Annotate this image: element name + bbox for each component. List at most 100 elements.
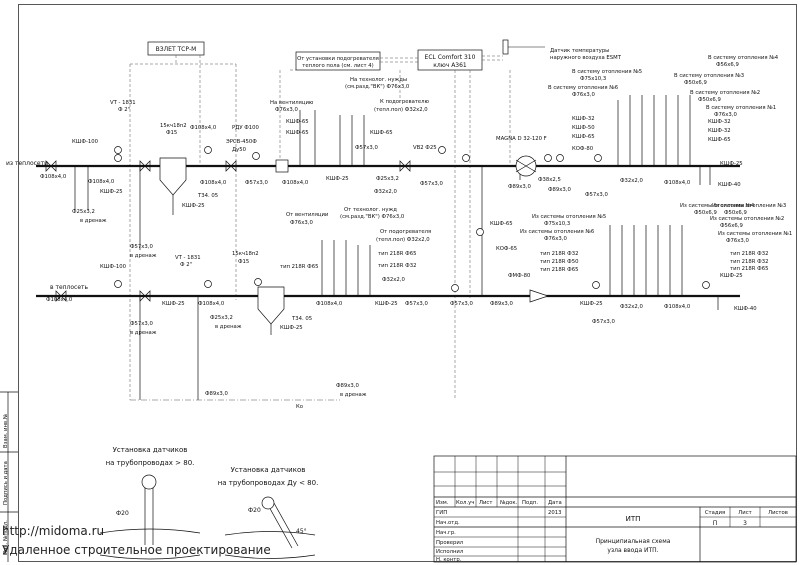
- sensor-detail-large: Установка датчиков на трубопроводах > 80…: [99, 446, 201, 560]
- diagram-label: Ф108х4,0: [190, 125, 217, 131]
- floor-heater-box: [295, 51, 381, 71]
- diagram-label: Ф25х3,2: [72, 209, 95, 215]
- diagram-label: Ф108х4,0: [88, 179, 115, 185]
- diagram-label: тип 218R Ф65: [730, 266, 768, 272]
- diagram-label: Ф15: [238, 259, 249, 265]
- diagram-label: Ф15: [166, 130, 177, 136]
- diagram-label: КШФ-32: [708, 128, 731, 134]
- diagram-label: Ф25х3,2: [376, 176, 399, 182]
- side-stamp: Инв. №подл. Подпись и дата Взам. инв.№: [0, 391, 18, 562]
- diagram-label: Ф20: [116, 510, 129, 517]
- diagram-label: №док.: [500, 500, 518, 506]
- diagram-label: Ф108х4,0: [46, 297, 73, 303]
- diagram-label: Ф38х2,5: [538, 177, 561, 183]
- watermark-slogan: Удаленное строительное проектирование: [2, 543, 271, 557]
- diagram-label: Ф50х6,9: [724, 210, 747, 216]
- diagram-label: КОФ-65: [496, 246, 517, 252]
- diagram-label: Ф57х3,0: [355, 145, 378, 151]
- diagram-label: в дренаж: [80, 218, 107, 224]
- diagram-label: Ф75х10,3: [580, 76, 606, 82]
- diagram-label: в дренаж: [340, 392, 367, 398]
- diagram-label: Подп.: [522, 500, 538, 506]
- diagram-label: Ф108х4,0: [200, 180, 227, 186]
- diagram-label: Ф50х6,9: [684, 80, 707, 86]
- diagram-label: ключ А361: [433, 62, 467, 69]
- diagram-label: КШФ-65: [286, 130, 309, 136]
- valve-ksh100-top: [45, 160, 57, 172]
- outdoor-sensor: Датчик температуры наружного воздуха ESM…: [502, 39, 622, 61]
- diagram-label: тип 218R Ф65: [378, 251, 416, 257]
- diagram-label: Из системы отопления №6: [520, 229, 595, 235]
- diagram-label: тип 218R Ф32: [730, 251, 768, 257]
- diagram-label: Из системы отопления №5: [532, 214, 606, 220]
- diagram-label: на трубопроводах > 80.: [106, 459, 195, 467]
- flowmeter-top: [275, 159, 289, 173]
- diagram-label: Установка датчиков: [231, 466, 306, 474]
- diagram-label: КШФ-25: [100, 189, 123, 195]
- valve-vb2: [399, 160, 411, 172]
- diagram-label: Изм.: [436, 500, 449, 506]
- diagram-label: (см.разд."ВК") Ф76х3,0: [340, 214, 405, 220]
- diagram-label: КШФ-65: [286, 119, 309, 125]
- diagram-label: Ф108х4,0: [282, 180, 309, 186]
- diagram-label: Установка датчиков: [113, 446, 188, 454]
- diagram-label: тип 218R Ф50: [540, 259, 579, 265]
- diagram-label: На вентиляцию: [270, 100, 314, 106]
- filter-top-body: [159, 157, 187, 196]
- watermark-url[interactable]: http://midoma.ru: [2, 524, 105, 538]
- diagram-label: В систему отопления №5: [572, 69, 642, 75]
- diagram-label: Стадия: [705, 510, 725, 516]
- diagram-label: КШФ-100: [100, 264, 127, 270]
- diagram-label: В систему отопления №6: [548, 85, 619, 91]
- diagram-label: тип 218R Ф32: [730, 259, 768, 265]
- diagram-label: Ф32х2,0: [382, 277, 405, 283]
- diagram-label: Ф108х4,0: [40, 174, 67, 180]
- diagram-label: в дренаж: [130, 330, 157, 336]
- diagram-label: КШФ-40: [734, 306, 757, 312]
- diagram-label: Ф89х3,0: [490, 301, 513, 307]
- diagram-label: Датчик температуры: [550, 48, 609, 54]
- diagram-label: (см.разд."ВК") Ф76х3,0: [345, 84, 410, 90]
- stamp-replace: Взам. инв.№: [3, 413, 9, 448]
- diagram-label: От технолог. нужд: [344, 207, 397, 213]
- diagram-label: Ф57х3,0: [450, 301, 473, 307]
- diagram-label: (тепл.пол) Ф32х2,0: [376, 237, 430, 243]
- diagram-label: (тепл.пол) Ф32х2,0: [374, 107, 428, 113]
- diagram-label: Н. контр.: [436, 557, 462, 563]
- diagram-label: Ф89х3,0: [548, 187, 571, 193]
- diagram-label: Из системы отопления №3: [712, 203, 786, 209]
- diagram-label: Из системы отопления №1: [718, 231, 792, 237]
- stage-value: П: [713, 520, 718, 527]
- valve-rdu: [225, 160, 237, 172]
- diagram-label: в дренаж: [215, 324, 242, 330]
- drawing-title-2: узла ввода ИТП.: [607, 547, 658, 554]
- sheet-frame: [18, 4, 797, 562]
- diagram-label: Ф 2": [118, 107, 130, 113]
- diagram-label: Т34. 05: [291, 316, 312, 322]
- watermark: http://midoma.ru Удаленное строительное …: [2, 522, 271, 560]
- diagram-label: Ф108х4,0: [316, 301, 343, 307]
- stamp-inv: Инв. №подл.: [3, 520, 9, 555]
- diagram-label: ФМФ-80: [508, 273, 531, 279]
- diagram-label: Ф76х3,0: [572, 92, 595, 98]
- diagram-label: Ф32х2,0: [620, 304, 643, 310]
- diagram-label: Т34. 05: [197, 193, 218, 199]
- sheet-value: 3: [743, 520, 747, 527]
- diagram-label: КШФ-32: [708, 119, 731, 125]
- diagram-label: Листов: [768, 510, 788, 516]
- diagram-label: Ф108х4,0: [198, 301, 225, 307]
- diagram-label: От вентиляции: [286, 212, 328, 218]
- diagram-label: КШФ-25: [375, 301, 398, 307]
- signal-lines: [129, 55, 511, 400]
- diagram-label: Ф76х3,0: [726, 238, 749, 244]
- project-name: ИТП: [626, 515, 641, 523]
- diagram-label: Ф57х3,0: [130, 321, 153, 327]
- diagram-label: 15кч18п2: [232, 251, 259, 257]
- diagram-label: От установки подогревателя: [297, 56, 379, 62]
- diagram-label: Из системы отопления №4: [680, 203, 755, 209]
- diagram-label: из теплосети: [6, 160, 48, 167]
- diagram-label: ЭРСВ-450Ф: [226, 139, 257, 145]
- return-line: [36, 166, 740, 401]
- diagram-label: Ф76х3,0: [275, 107, 298, 113]
- valve-ksh100-bottom: [55, 290, 67, 302]
